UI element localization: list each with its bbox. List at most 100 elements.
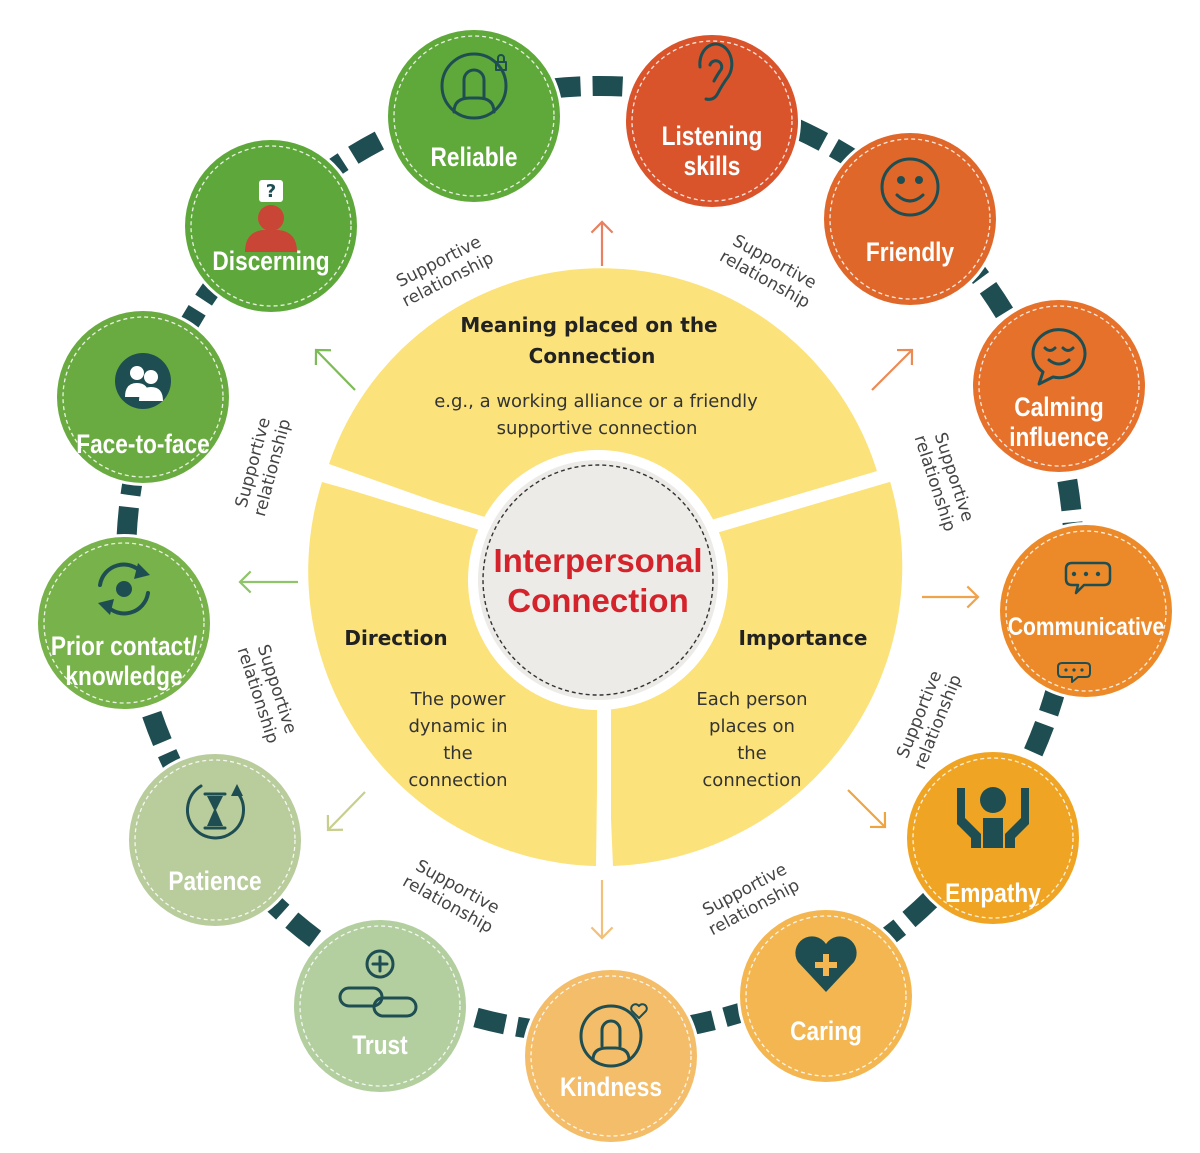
hourglass-icon	[186, 784, 245, 840]
node-friendly: Friendly	[821, 130, 999, 308]
importance-desc-line-3: the	[737, 743, 767, 764]
node-dashed-ring	[978, 305, 1140, 467]
node-communicative: Communicative	[997, 522, 1175, 700]
node-fill	[38, 537, 210, 709]
importance-desc-line-4: connection	[702, 770, 801, 791]
node-label-line-1: Trust	[352, 1030, 407, 1060]
node-fill	[626, 35, 798, 207]
node-dashed-ring	[530, 975, 692, 1137]
ear-icon	[698, 42, 734, 101]
node-dashed-ring	[62, 316, 224, 478]
node-label-line-1: Friendly	[866, 237, 954, 267]
sector-direction-title: Direction	[344, 626, 447, 650]
node-fill	[973, 300, 1145, 472]
node-dashed-ring	[829, 138, 991, 300]
node-dashed-ring	[43, 542, 205, 704]
node-label-line-1: Caring	[790, 1016, 862, 1046]
arrow-8	[314, 348, 356, 391]
node-fill	[1000, 525, 1172, 697]
node-dashed-ring	[1005, 530, 1167, 692]
center-title-line2: Connection	[507, 582, 688, 619]
refresh-icon	[98, 562, 150, 616]
node-prior-contact: Prior contact/knowledge	[35, 534, 213, 712]
node-label-line-2: influence	[1009, 422, 1109, 452]
direction-desc-line-4: connection	[408, 770, 507, 791]
importance-desc-line-2: places on	[709, 716, 795, 737]
person-lock-icon	[440, 52, 508, 120]
center-title-line1: Interpersonal	[493, 542, 702, 579]
node-dashed-ring	[190, 145, 352, 307]
node-fill	[740, 910, 912, 1082]
quality-nodes: Reliable ListeningskillsFriendlyCalmingin…	[35, 27, 1175, 1145]
node-label-line-1: Empathy	[945, 878, 1041, 908]
people-icon	[115, 353, 171, 409]
direction-desc-line-2: dynamic in	[408, 716, 507, 737]
node-face-to-face: Face-to-face	[54, 308, 232, 486]
sector-importance-desc: Each person places on the connection	[696, 689, 807, 791]
link-plus-icon	[338, 949, 418, 1018]
sector-meaning	[329, 268, 879, 560]
arrow-5	[590, 880, 614, 940]
sector-direction-desc: The power dynamic in the connection	[408, 689, 507, 791]
sector-meaning-title-line2: Connection	[529, 344, 656, 368]
node-label-line-1: Patience	[168, 866, 261, 896]
arrow-2	[871, 348, 914, 391]
node-dashed-ring	[631, 40, 793, 202]
node-patience: Patience	[126, 751, 304, 929]
person-heart-icon	[579, 1003, 648, 1068]
node-fill	[525, 970, 697, 1142]
arrow-3	[922, 585, 980, 609]
node-fill	[388, 30, 560, 202]
node-kindness: Kindness	[522, 967, 700, 1145]
sector-meaning-desc-line2: supportive connection	[497, 418, 698, 439]
node-fill	[294, 920, 466, 1092]
node-dashed-ring	[393, 35, 555, 197]
heart-plus-icon	[795, 936, 857, 992]
node-label-line-1: Face-to-face	[76, 429, 210, 459]
node-label-line-1: Discerning	[212, 246, 329, 276]
node-label-line-2: skills	[684, 151, 741, 181]
node-label-line-1: Reliable	[431, 142, 518, 172]
node-dashed-ring	[912, 757, 1074, 919]
node-dashed-ring	[299, 925, 461, 1087]
node-label-line-1: Kindness	[560, 1072, 662, 1102]
importance-desc-line-1: Each person	[696, 689, 807, 710]
node-trust: Trust	[291, 917, 469, 1095]
center-circle	[478, 460, 718, 700]
arrow-1	[590, 220, 614, 266]
direction-desc-line-3: the	[443, 743, 473, 764]
hands-person-icon	[957, 787, 1029, 848]
direction-arrows	[238, 220, 980, 940]
node-caring: Caring	[737, 907, 915, 1085]
node-label-line-1: Listening	[662, 121, 763, 151]
sector-meaning-desc-line1: e.g., a working alliance or a friendly	[434, 391, 758, 412]
node-label-line-1: Calming	[1014, 392, 1103, 422]
node-discerning: ? Discerning	[182, 137, 360, 315]
node-fill	[824, 133, 996, 305]
question-person-icon: ?	[245, 180, 297, 252]
node-dashed-ring	[745, 915, 907, 1077]
node-reliable: Reliable	[385, 27, 563, 205]
direction-desc-line-1: The power	[410, 689, 506, 710]
question-mark-glyph: ?	[266, 181, 276, 202]
node-label-line-1: Communicative	[1008, 612, 1164, 640]
arrow-4	[847, 789, 887, 829]
speech-bubbles-icon	[1064, 561, 1112, 595]
sector-meaning-title-line1: Meaning placed on the	[460, 313, 717, 337]
node-label-line-1: Prior contact/	[51, 631, 197, 661]
calm-face-icon	[1031, 328, 1087, 386]
smiley-icon	[880, 157, 940, 217]
sector-importance-title: Importance	[739, 626, 868, 650]
center-circle-dashed	[482, 464, 714, 696]
node-dashed-ring	[134, 759, 296, 921]
node-label-line-2: knowledge	[65, 661, 182, 691]
small-bubble-icon	[1057, 662, 1091, 683]
node-empathy: Empathy	[904, 749, 1082, 927]
